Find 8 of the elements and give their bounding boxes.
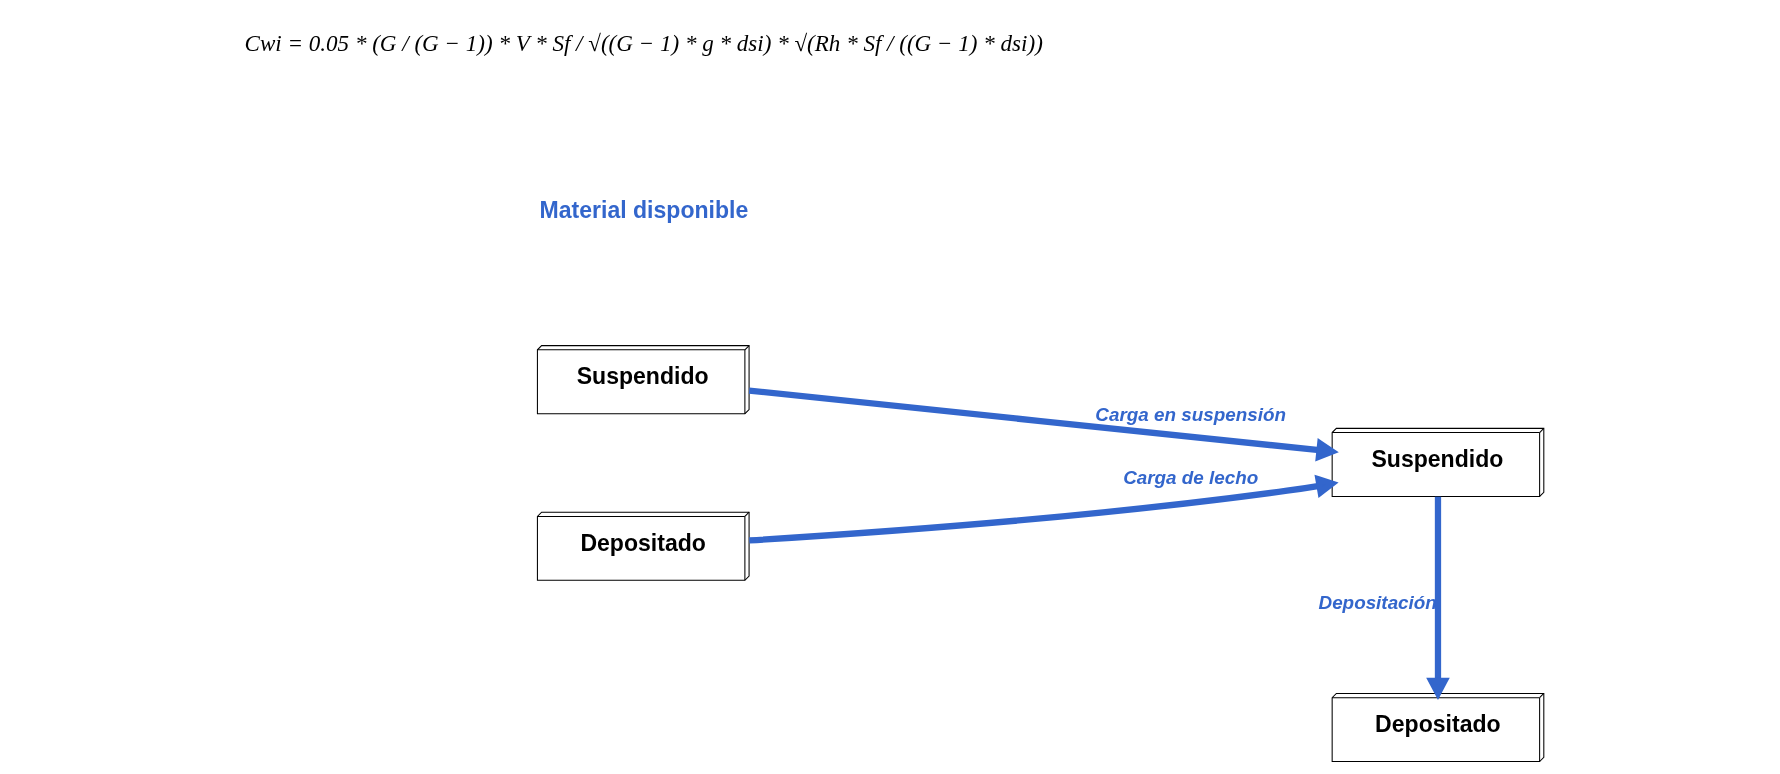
- edge-label: Carga en suspensión: [1095, 403, 1286, 425]
- label: Material disponible: [539, 196, 749, 223]
- arrow: [749, 474, 1339, 544]
- arrow: [748, 387, 1339, 462]
- edge-label: Carga de lecho: [1123, 466, 1259, 488]
- arrow: [1426, 496, 1450, 701]
- edge-label: Depositación: [1318, 592, 1437, 614]
- label: Cwi = 0.05 * (G / (G − 1)) * V * Sf / √((G − 1) * g * dsi) * √(Rh * Sf / ((G − 1) * dsi)): [244, 30, 1043, 57]
